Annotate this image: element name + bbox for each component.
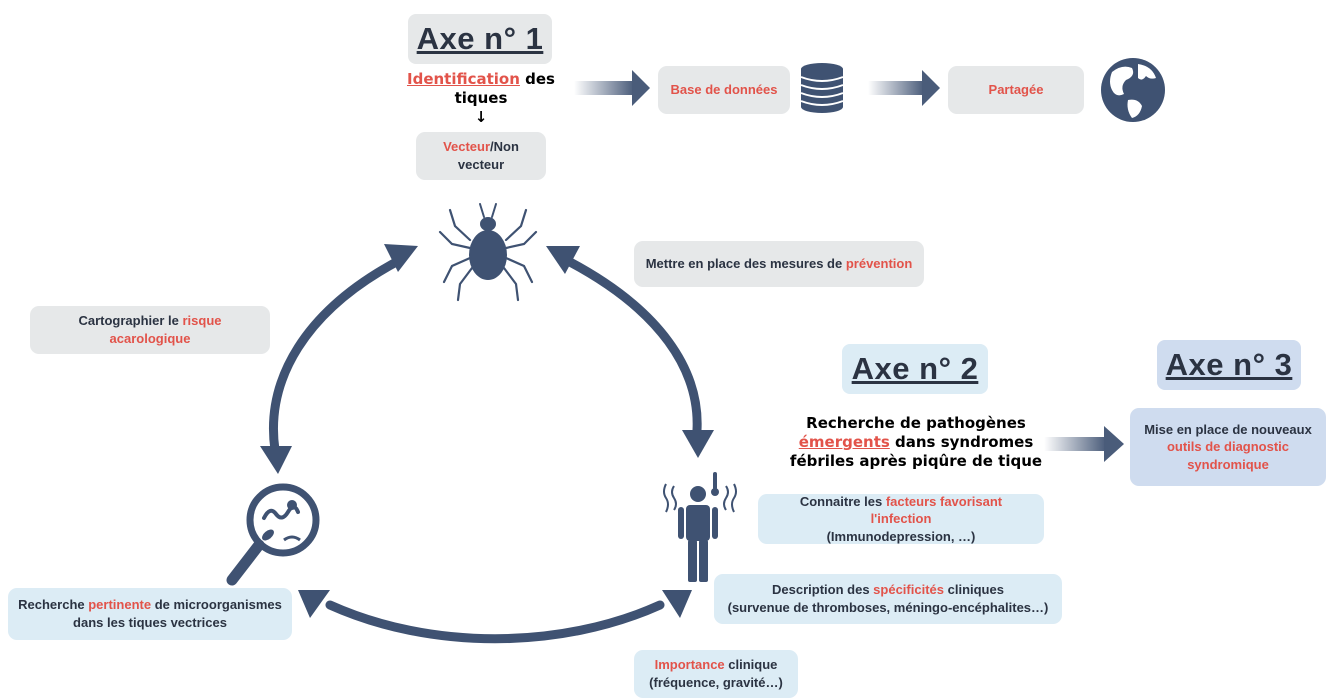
prevention-red: prévention — [845, 256, 913, 272]
carto-red: risque acarologique — [109, 313, 222, 346]
facteurs-line2: (Immunodepression, …) — [826, 528, 976, 544]
facteurs-red: facteurs favorisant l'infection — [870, 493, 1003, 527]
facteurs-box: Connaitre les facteurs favorisant l'infe… — [758, 494, 1044, 544]
database-icon — [800, 63, 844, 113]
globe-icon — [1101, 58, 1165, 122]
axe2-line3: fébriles après piqûre de tique — [789, 452, 1043, 470]
axe3-title: Axe n° 3 — [1157, 340, 1301, 390]
desc-post: cliniques — [944, 582, 1004, 598]
cycle-arc-left — [269, 255, 405, 455]
cycle-arrowhead — [546, 246, 580, 274]
arrow-to-database — [574, 70, 650, 106]
cycle-arc-right — [565, 257, 702, 435]
desc-line2: (survenue de thromboses, méningo-encépha… — [727, 600, 1049, 615]
identification-line2: tiques — [454, 89, 508, 107]
database-box: Base de données — [658, 66, 790, 114]
axe3-line1: Mise en place de nouveaux — [1144, 421, 1312, 437]
axe2-line1: Recherche de pathogènes — [806, 414, 1026, 432]
vecteur-box: Vecteur/Non vecteur — [416, 132, 546, 180]
database-label: Base de données — [670, 82, 778, 98]
shared-label: Partagée — [988, 82, 1044, 98]
importance-red: Importance — [654, 657, 725, 673]
shared-box: Partagée — [948, 66, 1084, 114]
axe2-text: Recherche de pathogènes émergents dans s… — [756, 414, 1076, 471]
description-box: Description des spécificités cliniques (… — [714, 574, 1062, 624]
recherche-pre: Recherche — [18, 597, 89, 613]
vecteur-rest: /Non vecteur — [457, 139, 519, 172]
axe2-title: Axe n° 2 — [842, 344, 988, 394]
recherche-post: de microorganismes — [151, 597, 282, 613]
importance-box: Importance clinique (fréquence, gravité…… — [634, 650, 798, 698]
prevention-box: Mettre en place des mesures de préventio… — [634, 241, 924, 287]
identification-text: Identification des tiques — [396, 70, 566, 108]
axe2-line2-rest: dans syndromes — [889, 433, 1034, 451]
axe3-line3: syndromique — [1187, 456, 1269, 472]
recherche-red: pertinente — [88, 597, 152, 613]
cycle-arrowhead — [260, 446, 292, 474]
recherche-line2: dans les tiques vectrices — [73, 615, 227, 630]
cycle-arrowhead — [662, 590, 692, 618]
arrow-to-shared — [868, 70, 940, 106]
axe1-title: Axe n° 1 — [408, 14, 552, 64]
cycle-arrowhead — [298, 590, 330, 618]
vecteur-red: Vecteur — [443, 139, 491, 155]
desc-red: spécificités — [873, 582, 944, 598]
recherche-box: Recherche pertinente de microorganismes … — [8, 588, 292, 640]
identification-keyword: Identification — [407, 70, 520, 88]
tick-icon — [438, 203, 538, 302]
facteurs-pre: Connaitre les — [799, 493, 886, 509]
importance-post: clinique — [724, 657, 778, 673]
magnifier-microbe-icon — [226, 483, 320, 586]
axe2-keyword: émergents — [798, 433, 890, 451]
cartography-box: Cartographier le risque acarologique — [30, 306, 270, 354]
importance-line2: (fréquence, gravité…) — [649, 675, 783, 690]
axe3-box: Mise en place de nouveaux outils de diag… — [1130, 408, 1326, 486]
carto-pre: Cartographier le — [78, 313, 183, 329]
prevention-pre: Mettre en place des mesures de — [645, 256, 846, 272]
cycle-arc-bottom — [325, 600, 665, 644]
arrow-to-axe3 — [1044, 426, 1124, 462]
down-arrow: ↓ — [474, 108, 488, 126]
cycle-arrowhead — [384, 244, 418, 272]
axe3-line2: outils de diagnostic — [1166, 439, 1290, 455]
identification-rest: des — [519, 70, 555, 88]
desc-pre: Description des — [772, 582, 874, 598]
sick-person-icon — [663, 472, 737, 582]
cycle-arrowhead — [682, 430, 714, 458]
